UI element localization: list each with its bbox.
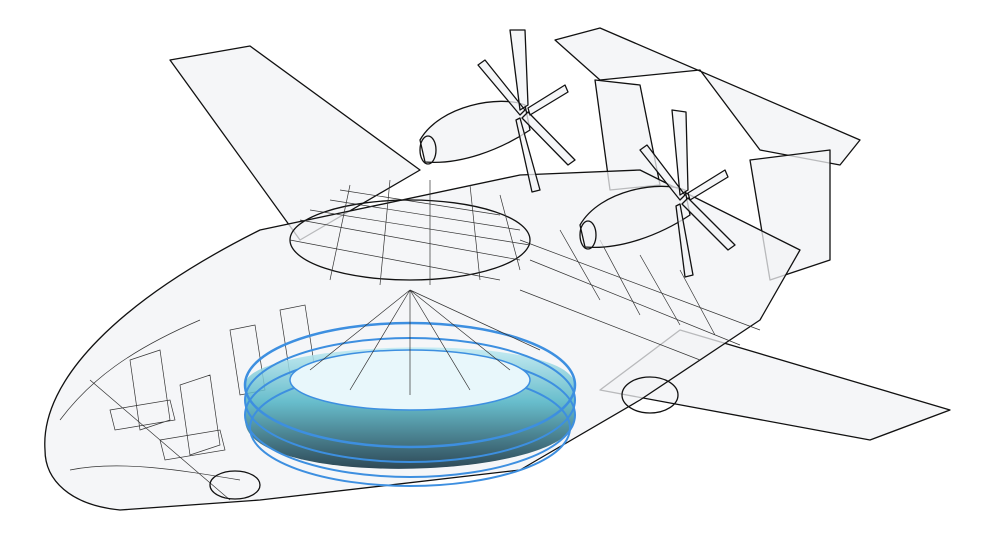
top-frame-structure xyxy=(289,179,531,286)
propeller-nacelle-lower xyxy=(579,109,736,278)
left-wing xyxy=(169,45,421,241)
lift-fan-duct xyxy=(243,289,577,487)
propeller-blades-upper xyxy=(477,29,576,193)
landing-gear-rear xyxy=(621,376,679,414)
landing-gear-front xyxy=(209,470,261,500)
propeller-nacelle-upper xyxy=(419,29,576,193)
wing-structure xyxy=(519,229,761,361)
fuselage xyxy=(44,169,801,511)
propeller-blades-lower xyxy=(639,109,736,278)
